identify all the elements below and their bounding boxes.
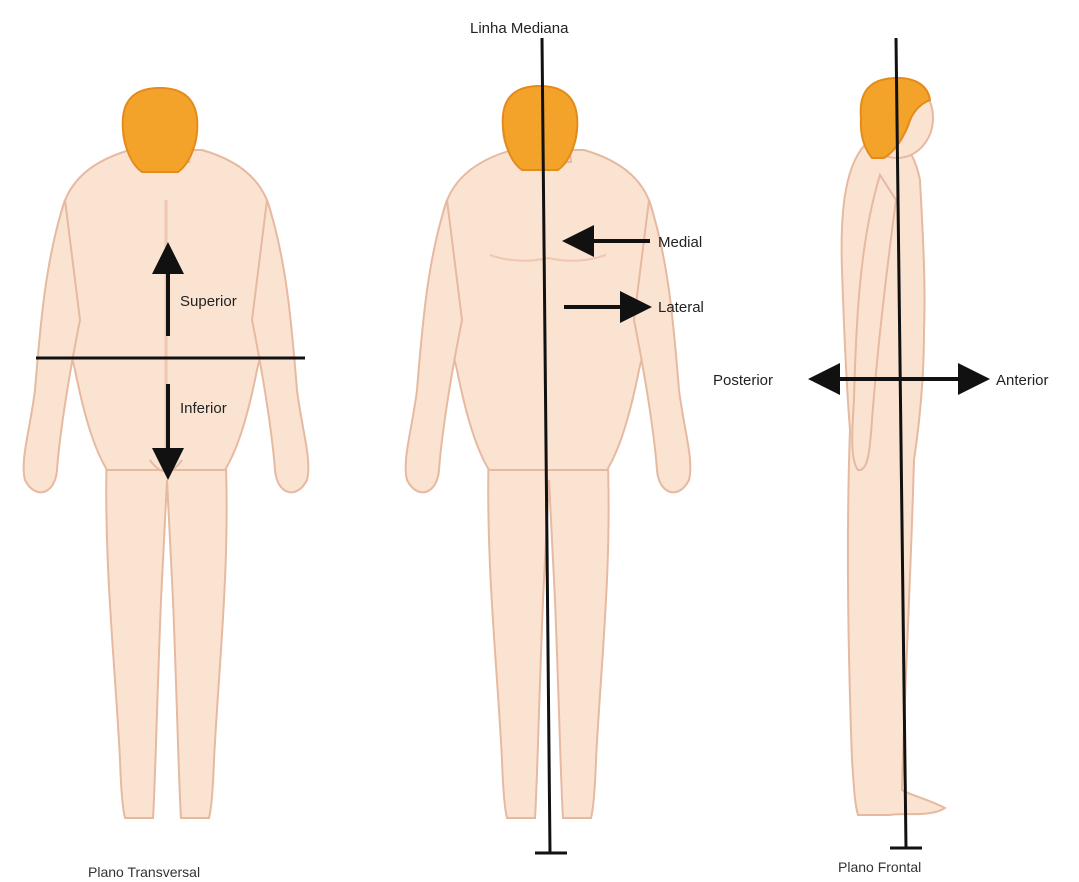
anterior-label: Anterior — [996, 372, 1049, 389]
superior-label: Superior — [180, 293, 237, 310]
median-line-label: Linha Mediana — [470, 20, 569, 37]
transverse-plane-caption: Plano Transversal — [88, 864, 200, 880]
figure-side-view — [842, 78, 945, 815]
hair — [503, 86, 578, 170]
frontal-plane-caption: Plano Frontal — [838, 859, 921, 875]
inferior-label: Inferior — [180, 400, 227, 417]
hair — [123, 88, 198, 172]
medial-label: Medial — [658, 234, 702, 251]
posterior-label: Posterior — [713, 372, 773, 389]
lateral-label: Lateral — [658, 299, 704, 316]
